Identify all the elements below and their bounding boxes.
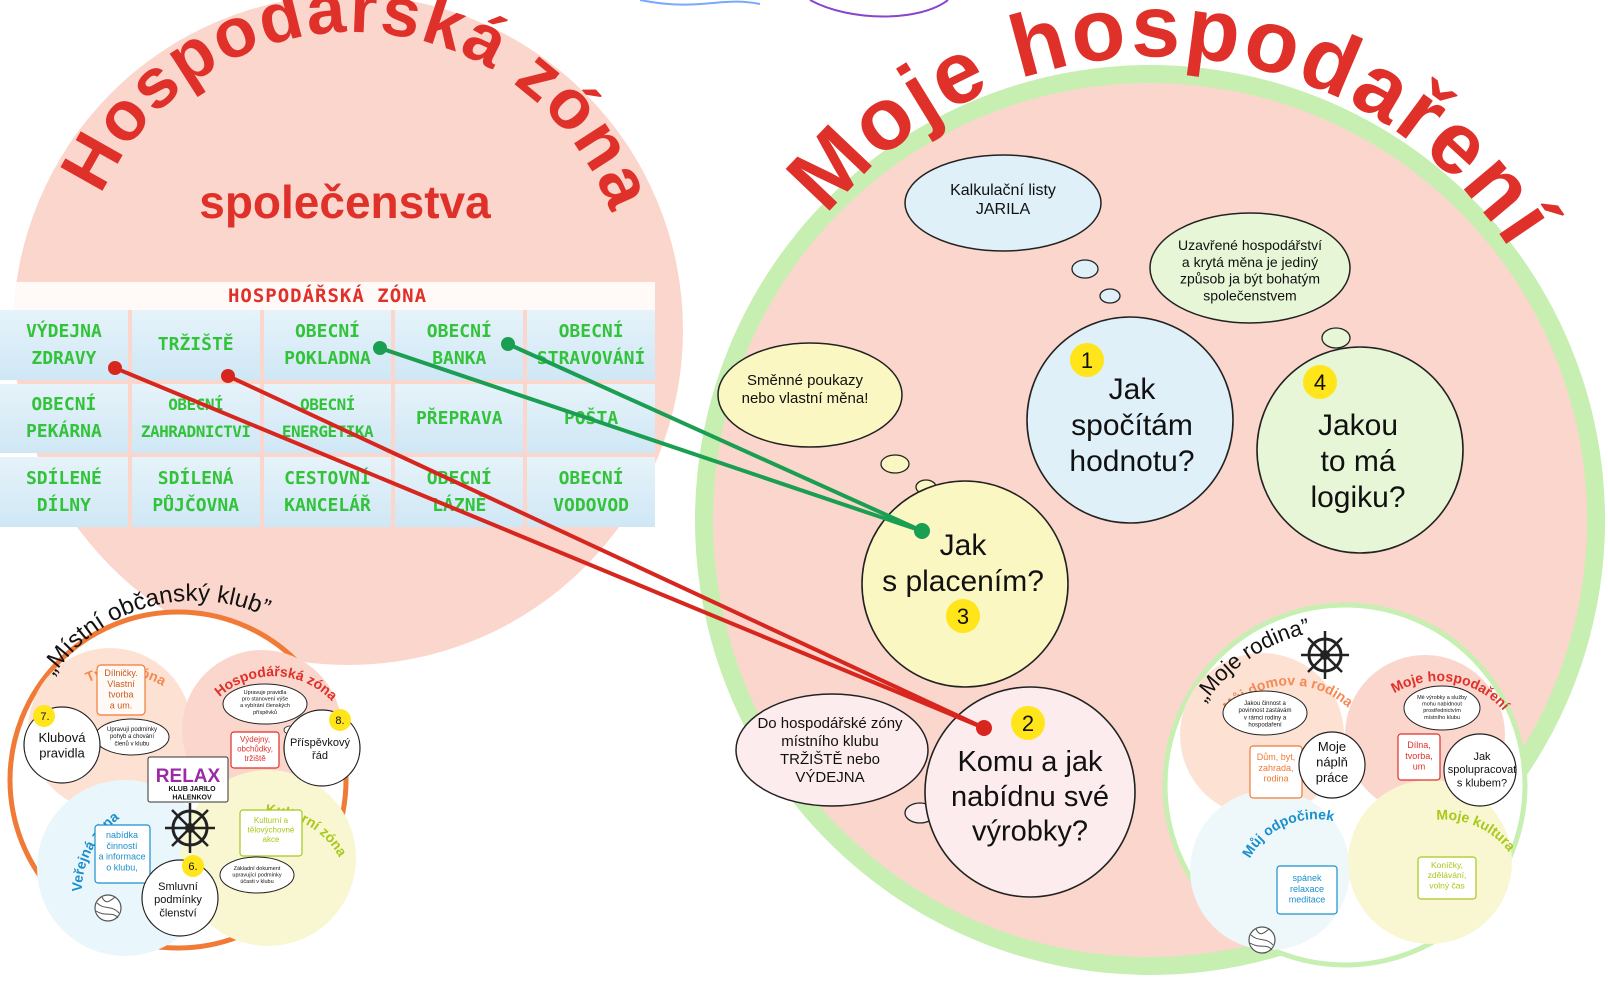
top-decoration-2 xyxy=(809,0,949,18)
family-hosp-box: Dílna,tvorba,um xyxy=(1405,740,1433,772)
zone-cell: PŘEPRAVA xyxy=(395,383,524,454)
zone-cell: VÝDEJNA ZDRAVY xyxy=(0,310,128,380)
family-domov-box: Dům, byt,zahrada,rodina xyxy=(1257,752,1296,784)
zone-cell: TRŽIŠTĚ xyxy=(131,310,260,380)
top-decoration xyxy=(639,0,761,6)
zone-cell: OBECNÍ ZAHRADNICTVÍ xyxy=(131,383,260,454)
zone-cell: SDÍLENÉ DÍLNY xyxy=(0,457,128,527)
question-1-number: 1 xyxy=(1081,348,1093,373)
family-yarn-icon xyxy=(1248,926,1276,954)
zone-cell: SDÍLENÁ PŮJČOVNA xyxy=(131,457,260,527)
zone-grid: HOSPODÁŘSKÁ ZÓNA VÝDEJNA ZDRAVY TRŽIŠTĚ … xyxy=(0,282,655,527)
zone-cell: OBECNÍ PEKÁRNA xyxy=(0,383,128,454)
zone-grid-cells: VÝDEJNA ZDRAVY TRŽIŠTĚ OBECNÍ POKLADNA O… xyxy=(0,310,655,527)
club-yarn-icon xyxy=(94,894,122,922)
question-2-number: 2 xyxy=(1022,711,1034,736)
question-3-number: 3 xyxy=(957,604,969,629)
zone-cell: OBECNÍ POKLADNA xyxy=(263,310,392,380)
family-wheel-icon xyxy=(1301,631,1349,679)
family-diagram: „Moje rodina” Můj domov a rodina Moje ho… xyxy=(1162,602,1528,968)
zone-cell: OBECNÍ STRAVOVÁNÍ xyxy=(527,310,655,380)
zone-cell: OBECNÍ ENERGETIKA xyxy=(263,383,392,454)
club-logo-relax: RELAX xyxy=(156,766,221,787)
club-num-6: 6. xyxy=(188,861,197,873)
zone-cell: CESTOVNÍ KANCELÁŘ xyxy=(263,457,392,527)
zone-cell: OBECNÍ LÁZNĚ xyxy=(395,457,524,527)
zone-cell: OBECNÍ BANKA xyxy=(395,310,524,380)
club-num-8: 8. xyxy=(335,715,344,727)
zone-grid-header: HOSPODÁŘSKÁ ZÓNA xyxy=(0,282,655,310)
family-kultura-box: Koníčky,zdělávání,volný čas xyxy=(1428,860,1467,890)
club-hosp-box: Výdejny,obchůdky,tržiště xyxy=(237,735,273,763)
left-zone-subtitle: společenstva xyxy=(199,176,491,228)
zone-cell: POŠTA xyxy=(527,383,655,454)
question-4-number: 4 xyxy=(1314,370,1326,395)
club-wheel-icon xyxy=(165,803,215,853)
zone-cell: OBECNÍ VODOVOD xyxy=(527,457,655,527)
club-num-7: 7. xyxy=(40,711,49,723)
